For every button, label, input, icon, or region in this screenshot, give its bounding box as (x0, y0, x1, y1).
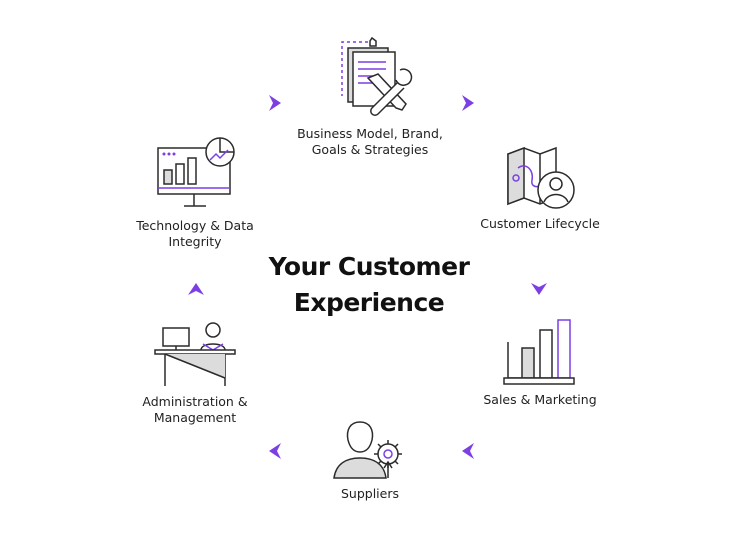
monitor-analytics-icon (157, 137, 235, 207)
document-pencil-wrench-icon (341, 36, 413, 116)
node-customer-lifecycle: Customer Lifecycle (470, 140, 610, 232)
person-gear-icon (333, 421, 402, 479)
node-sales-marketing: Sales & Marketing (470, 316, 610, 408)
diagram-title-line1: Your Customer (268, 252, 470, 281)
chevron-up-icon (188, 283, 204, 295)
bar-chart-icon (503, 319, 575, 385)
node-suppliers-label: Suppliers (340, 486, 399, 501)
node-customer-lifecycle-label: Customer Lifecycle (480, 216, 600, 231)
node-business-model: Business Model, Brand, Goals & Strategie… (290, 34, 450, 158)
chevron-right-icon (269, 95, 281, 111)
desk-worker-icon (154, 322, 236, 386)
diagram-title-line2: Experience (293, 288, 445, 317)
node-technology-label: Technology & Data Integrity (136, 218, 254, 249)
node-technology: Technology & Data Integrity (120, 137, 270, 250)
node-administration-label: Administration & Management (142, 394, 248, 425)
node-administration: Administration & Management (120, 318, 270, 426)
chevron-down-icon (531, 283, 547, 295)
diagram-title: Your Customer Experience (214, 249, 524, 321)
node-business-model-label: Business Model, Brand, Goals & Strategie… (297, 126, 443, 157)
chevron-right-icon (462, 95, 474, 111)
chevron-left-icon (269, 443, 281, 459)
chevron-left-icon (462, 443, 474, 459)
node-sales-marketing-label: Sales & Marketing (483, 392, 597, 407)
node-suppliers: Suppliers (310, 418, 430, 502)
map-person-icon (507, 146, 575, 209)
